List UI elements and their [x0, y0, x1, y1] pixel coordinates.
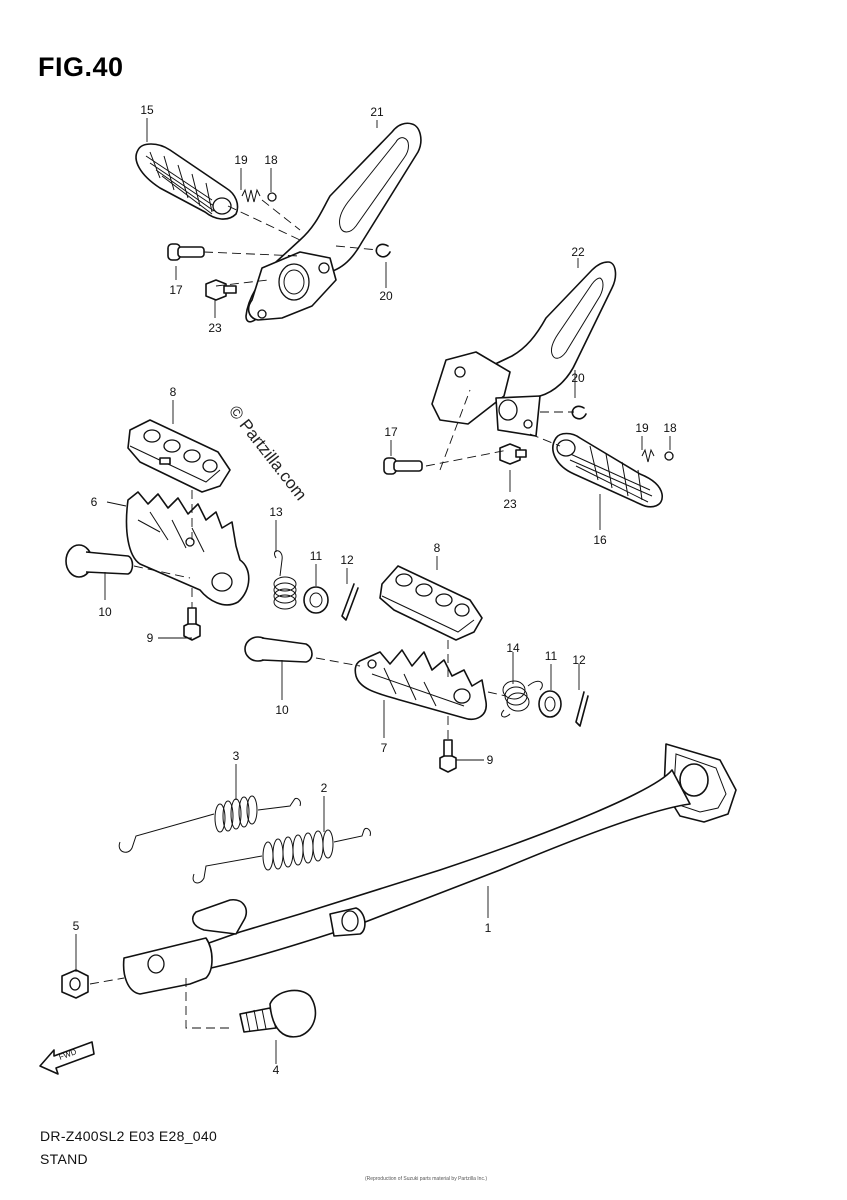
section-name: STAND — [40, 1151, 88, 1167]
footrest-15 — [135, 143, 239, 220]
callout-10b: 10 — [275, 703, 289, 717]
clip-20b — [571, 405, 587, 420]
callout-1: 1 — [485, 921, 492, 935]
ball-18b — [664, 451, 674, 461]
spring-14 — [501, 680, 543, 718]
callout-9a: 9 — [147, 631, 154, 645]
model-code: DR-Z400SL2 E03 E28_040 — [40, 1128, 218, 1144]
cotter-pin-12b — [575, 691, 589, 727]
callout-13: 13 — [269, 505, 283, 519]
footpeg-6 — [125, 491, 250, 606]
callout-9b: 9 — [487, 753, 494, 767]
bracket-22 — [431, 261, 617, 437]
bolt-9b — [439, 739, 457, 773]
callout-8a: 8 — [170, 385, 177, 399]
figure-title: FIG.40 — [38, 52, 124, 82]
bracket-21 — [245, 122, 422, 323]
callout-8b: 8 — [434, 541, 441, 555]
bolt-23a — [205, 279, 237, 301]
spring-19a — [241, 188, 261, 203]
fine-print: (Reproduction of Suzuki parts material b… — [365, 1176, 487, 1182]
callout-21: 21 — [370, 105, 384, 119]
callout-19a: 19 — [234, 153, 248, 167]
callout-15: 15 — [140, 103, 154, 117]
callout-11a: 11 — [310, 549, 323, 563]
callout-23a: 23 — [208, 321, 222, 335]
callout-7: 7 — [381, 741, 388, 755]
callout-19b: 19 — [635, 421, 649, 435]
callout-2: 2 — [321, 781, 328, 795]
callout-11b: 11 — [545, 649, 558, 663]
pin-17a — [167, 243, 205, 261]
callout-12a: 12 — [340, 553, 354, 567]
callout-18a: 18 — [264, 153, 278, 167]
pin-17b — [383, 457, 423, 475]
bolt-4 — [239, 989, 317, 1038]
callout-17b: 17 — [384, 425, 398, 439]
callout-10a: 10 — [98, 605, 112, 619]
callout-23b: 23 — [503, 497, 517, 511]
rubber-8b — [379, 565, 483, 641]
ball-18a — [267, 192, 277, 202]
callout-5: 5 — [73, 919, 80, 933]
pin-10a — [65, 544, 134, 578]
callout-4: 4 — [273, 1063, 280, 1077]
callout-12b: 12 — [572, 653, 586, 667]
callout-3: 3 — [233, 749, 240, 763]
side-stand-1 — [122, 743, 737, 995]
pin-10b — [244, 636, 313, 663]
spring-13 — [273, 550, 297, 610]
callout-20a: 20 — [379, 289, 393, 303]
bolt-23b — [499, 443, 527, 465]
callout-22: 22 — [571, 245, 585, 259]
callout-17a: 17 — [169, 283, 183, 297]
clip-20a — [375, 243, 391, 258]
rubber-8a — [127, 419, 231, 493]
callout-16: 16 — [593, 533, 607, 547]
bolt-9a — [183, 607, 201, 641]
callout-6: 6 — [91, 495, 98, 509]
cotter-pin-12a — [341, 583, 359, 621]
footrest-16 — [552, 432, 663, 508]
spring-2 — [192, 827, 371, 884]
footpeg-7 — [354, 649, 487, 720]
fwd-arrow-icon: FWD — [39, 1041, 95, 1075]
callout-18b: 18 — [663, 421, 677, 435]
callout-14: 14 — [506, 641, 520, 655]
spring-19b — [641, 448, 655, 463]
washer-11a — [303, 586, 329, 614]
callout-20b: 20 — [571, 371, 585, 385]
nut-5 — [61, 969, 89, 999]
spring-3 — [118, 795, 301, 853]
washer-11b — [538, 690, 562, 718]
